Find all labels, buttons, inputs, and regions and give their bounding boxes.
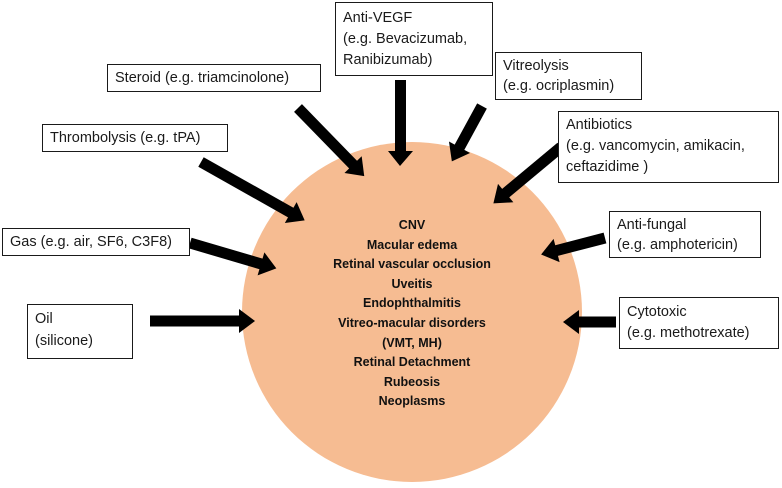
arrow-gas (188, 237, 277, 276)
eye-body (242, 142, 582, 482)
box-gas: Gas (e.g. air, SF6, C3F8) (2, 228, 190, 256)
eye-conditions-list: CNV Macular edema Retinal vascular occlu… (290, 216, 534, 412)
arrow-steroid (294, 104, 365, 177)
condition-line: Endophthalmitis (363, 296, 461, 311)
box-antibiotics: Antibiotics (e.g. vancomycin, amikacin, … (558, 111, 779, 183)
arrow-antibiotics (493, 142, 565, 204)
arrow-anti-fungal (541, 232, 607, 263)
condition-line: Rubeosis (383, 374, 441, 389)
arrow-thrombolysis (198, 157, 305, 224)
box-oil: Oil (silicone) (27, 304, 133, 359)
eye-top-bulge (359, 167, 447, 201)
condition-line: Retinal Detachment (353, 355, 471, 370)
condition-line: Vitreo-macular disorders (338, 315, 486, 330)
box-anti-fungal: Anti-fungal (e.g. amphotericin) (609, 211, 761, 258)
condition-line: Neoplasms (378, 394, 446, 409)
condition-line: Macular edema (366, 237, 458, 252)
box-steroid: Steroid (e.g. triamcinolone) (107, 64, 321, 92)
box-cytotoxic: Cytotoxic (e.g. methotrexate) (619, 297, 779, 349)
condition-line: Uveitis (391, 276, 433, 291)
arrow-vitreolysis (448, 103, 487, 162)
box-anti-vegf: Anti-VEGF (e.g. Bevacizumab, Ranibizumab… (335, 2, 493, 76)
arrow-oil (150, 309, 255, 333)
box-thrombolysis: Thrombolysis (e.g. tPA) (42, 124, 228, 152)
arrow-anti-vegf (388, 80, 413, 166)
box-vitreolysis: Vitreolysis (e.g. ocriplasmin) (495, 52, 642, 100)
condition-line: Retinal vascular occlusion (333, 257, 491, 272)
arrow-cytotoxic (563, 310, 616, 334)
condition-line: CNV (398, 218, 426, 232)
condition-line: (VMT, MH) (382, 335, 442, 350)
